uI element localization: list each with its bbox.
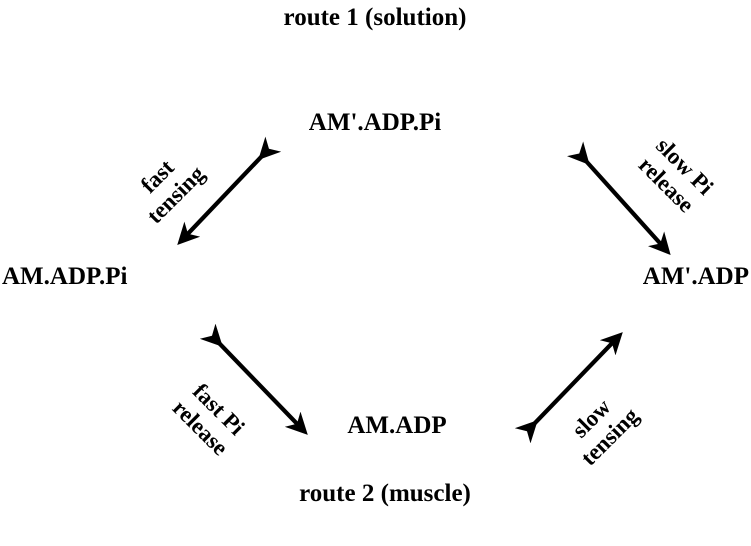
- route-1-line-1: route 1: [283, 4, 359, 31]
- route-1-line-2: (solution): [365, 4, 467, 31]
- node-am-prime-adp-pi: AM'.ADP.Pi: [308, 109, 442, 136]
- route-2-line-1: route 2: [299, 480, 375, 507]
- edge-label-slow-pi-release: slow Pi release: [632, 133, 719, 219]
- edge-label-fast-pi-release: fast Pi release: [167, 377, 252, 462]
- route-2-line-2: (muscle): [380, 480, 471, 507]
- edge-label-slow-tensing: slow tensing: [558, 385, 645, 472]
- route-2-title: route 2 (muscle): [299, 478, 471, 510]
- node-am-adp: AM.ADP: [347, 412, 447, 439]
- route-1-title: route 1 (solution): [284, 2, 467, 34]
- edge-label-fast-tensing: fast tensing: [124, 143, 211, 230]
- node-am-prime-adp: AM'.ADP: [642, 263, 749, 290]
- node-am-adp-pi: AM.ADP.Pi: [2, 263, 128, 290]
